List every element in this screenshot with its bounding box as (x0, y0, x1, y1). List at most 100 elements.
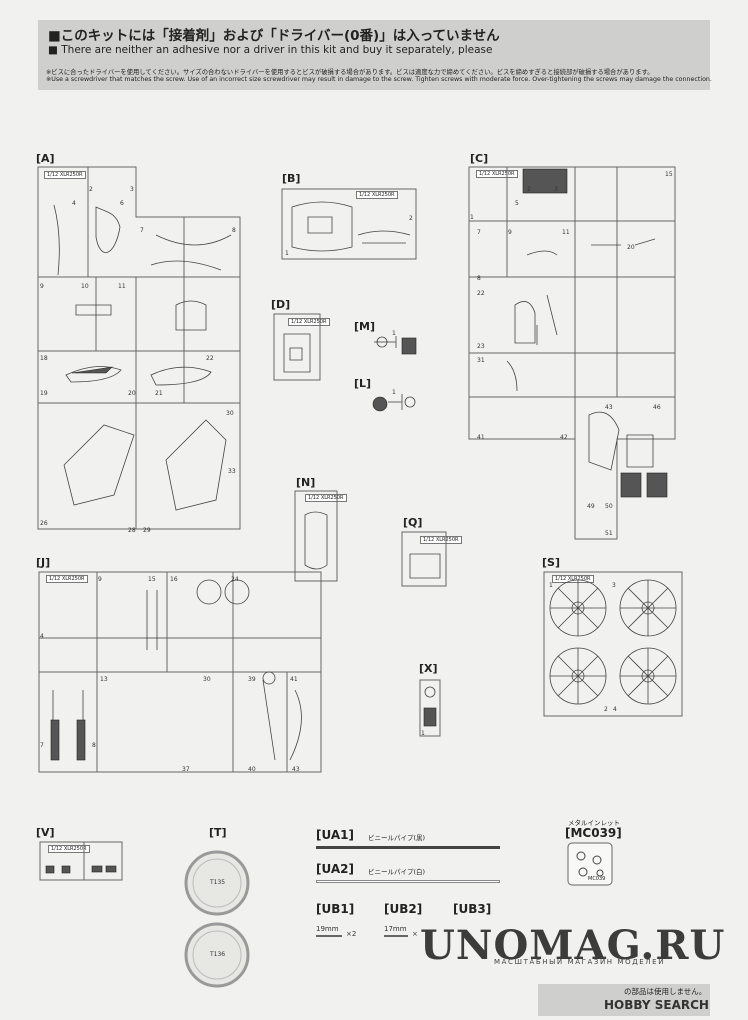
sprue-b-num-1: 1 (285, 250, 289, 257)
sprue-j-num-4: 4 (40, 633, 44, 640)
sprue-d-tag: 1/12 XLR250R (288, 318, 330, 326)
ub1-label: [UB1] (316, 902, 355, 916)
sprue-j-num-16: 16 (170, 576, 178, 583)
sprue-m-num-1: 1 (392, 330, 396, 337)
ub2-label: [UB2] (384, 902, 423, 916)
ub2-screw (384, 935, 408, 937)
ua2-desc: ビニールパイプ(白) (368, 868, 426, 876)
sprue-c-diagram (468, 166, 676, 540)
watermark-subtitle: МАСШТАБНЫЙ МАГАЗИН МОДЕЛЕЙ (494, 958, 666, 966)
sprue-v-diagram (39, 841, 123, 881)
tire-t135-label: T135 (210, 879, 226, 886)
tire-t136-label: T136 (210, 951, 226, 958)
sprue-s-tag: 1/12 XLR250R (552, 575, 594, 583)
sprue-n-tag: 1/12 XLR250R (305, 494, 347, 502)
warning-box: ■このキットには「接着剤」および「ドライバー(0番)」は入っていません ■ Th… (38, 20, 712, 90)
sprue-a-num-6: 6 (120, 200, 124, 207)
sprue-c-num-31: 31 (477, 357, 485, 364)
tires-diagram (184, 850, 250, 988)
sprue-j-num-41: 41 (290, 676, 298, 683)
sprue-a-label: [A] (36, 152, 55, 165)
sprue-s-diagram (543, 571, 683, 717)
sprue-c-num-15: 15 (665, 171, 673, 178)
screw-note-en: ※Use a screwdriver that matches the scre… (46, 76, 712, 83)
sprue-j-num-39: 39 (248, 676, 256, 683)
sprue-b-tag: 1/12 XLR250R (356, 191, 398, 199)
sprue-j-num-13: 13 (100, 676, 108, 683)
ub1-qty: ×2 (346, 930, 357, 938)
sprue-j-diagram (38, 571, 322, 773)
warning-jp: ■このキットには「接着剤」および「ドライバー(0番)」は入っていません (48, 28, 500, 44)
sprue-q-label: [Q] (403, 516, 423, 529)
footer-box: の部品は使用しません。 HOBBY SEARCH (538, 984, 710, 1016)
ua1-label: [UA1] (316, 828, 354, 842)
sprue-c-num-3: 3 (554, 186, 558, 193)
sprue-c-num-2: 2 (527, 186, 531, 193)
sprue-x-label: [X] (419, 662, 438, 675)
sprue-j-num-43: 43 (292, 766, 300, 773)
sprue-b-diagram (281, 188, 417, 260)
sprue-a-num-8: 8 (232, 227, 236, 234)
sprue-s-num-2: 2 (604, 706, 608, 713)
sprue-a-num-2: 2 (89, 186, 93, 193)
sprue-a-num-18: 18 (40, 355, 48, 362)
hobby-search-logo: HOBBY SEARCH (604, 998, 709, 1012)
sprue-q-diagram (401, 531, 447, 587)
sprue-l-diagram (372, 394, 416, 412)
sprue-c-num-51: 51 (605, 530, 613, 537)
sprue-s-label: [S] (542, 556, 560, 569)
sprue-j-label: [J] (36, 556, 51, 569)
sprue-x-num-1: 1 (421, 730, 425, 737)
sprue-a-num-21: 21 (155, 390, 163, 397)
sprue-q-tag: 1/12 XLR250R (420, 536, 462, 544)
sprue-j-num-7: 7 (40, 742, 44, 749)
metal-inlet-diagram (567, 842, 613, 886)
sprue-s-num-1: 1 (549, 582, 553, 589)
sprue-c-num-49: 49 (587, 503, 595, 510)
sprue-t-label: [T] (209, 826, 227, 839)
sprue-c-num-8: 8 (477, 275, 481, 282)
sprue-d-label: [D] (271, 298, 291, 311)
sprue-x-diagram (419, 679, 441, 737)
ub2-size: 17mm (384, 925, 407, 933)
sprue-a-num-7: 7 (140, 227, 144, 234)
footer-note: の部品は使用しません。 (624, 987, 707, 996)
sprue-v-label: [V] (36, 826, 55, 839)
sprue-j-num-8: 8 (92, 742, 96, 749)
sprue-c-num-11: 11 (562, 229, 570, 236)
ua2-label: [UA2] (316, 862, 354, 876)
ub2-qty: × (412, 930, 418, 938)
sprue-c-num-5: 5 (515, 200, 519, 207)
sprue-c-num-20: 20 (627, 244, 635, 251)
sprue-c-num-50: 50 (605, 503, 613, 510)
metal-inlet-jp: メタルインレット (568, 819, 620, 827)
sprue-a-num-3: 3 (130, 186, 134, 193)
sprue-l-label: [L] (354, 377, 372, 390)
watermark-unomag: UNOMAG.RU (420, 922, 726, 969)
sprue-a-diagram (37, 166, 241, 530)
sprue-b-label: [B] (282, 172, 301, 185)
sprue-d-diagram (273, 313, 321, 381)
sprue-c-num-9: 9 (508, 229, 512, 236)
sprue-j-num-37: 37 (182, 766, 190, 773)
sprue-c-num-7: 7 (477, 229, 481, 236)
sprue-a-num-9: 9 (40, 283, 44, 290)
ua2-tube (316, 880, 500, 883)
ua1-tube (316, 846, 500, 849)
sprue-c-num-46: 46 (653, 404, 661, 411)
sprue-v-tag: 1/12 XLR250R (48, 845, 90, 853)
sprue-a-num-11: 11 (118, 283, 126, 290)
sprue-c-num-22: 22 (477, 290, 485, 297)
sprue-a-num-26: 26 (40, 520, 48, 527)
sprue-a-num-33: 33 (228, 468, 236, 475)
sprue-j-num-9: 9 (98, 576, 102, 583)
sprue-s-num-3: 3 (612, 582, 616, 589)
sprue-c-num-41: 41 (477, 434, 485, 441)
sprue-a-num-29: 29 (143, 527, 151, 534)
sprue-l-num-1: 1 (392, 389, 396, 396)
sprue-j-num-30: 30 (203, 676, 211, 683)
screw-note-jp: ※ビスに合ったドライバーを使用してください。サイズの合わないドライバーを使用する… (46, 69, 654, 76)
sprue-a-num-20: 20 (128, 390, 136, 397)
metal-inlet-label: [MC039] (565, 826, 622, 840)
sprue-j-num-15: 15 (148, 576, 156, 583)
